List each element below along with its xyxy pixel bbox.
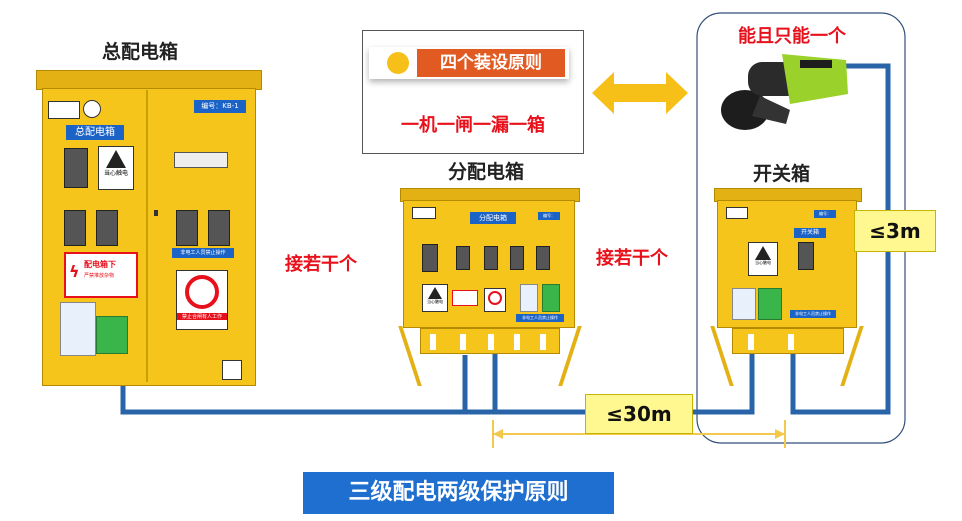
warning-sign: 当心触电 xyxy=(422,284,448,312)
dist-panel-title: 分配电箱 xyxy=(470,212,516,224)
info-panel xyxy=(732,288,756,320)
info-panel xyxy=(60,302,96,356)
switch-cabinet: 编号： 开关箱 当心触电 非电工人员禁止操作 xyxy=(710,188,864,386)
breaker-4 xyxy=(208,210,230,246)
breaker-3 xyxy=(176,210,198,246)
bullet-icon xyxy=(387,52,409,74)
prohibition-icon xyxy=(488,291,502,305)
double-arrow-icon xyxy=(592,72,688,114)
breaker-5 xyxy=(536,246,550,270)
breaker-2 xyxy=(456,246,470,270)
number-label: 编号： xyxy=(538,212,560,220)
main-breaker xyxy=(64,148,88,188)
green-label xyxy=(542,284,560,312)
breaker-3 xyxy=(484,246,498,270)
main-box-title: 总配电箱 xyxy=(102,41,179,63)
lightning-icon: ϟ xyxy=(69,262,80,281)
caution-sign: ϟ 配电箱下 严禁堆放杂物 xyxy=(64,252,138,298)
info-panel xyxy=(520,284,538,312)
switch-breaker xyxy=(798,242,814,270)
meter-window xyxy=(174,152,228,168)
connect-left-label: 接若干个 xyxy=(285,254,357,275)
number-label: 编号： xyxy=(814,210,836,218)
green-label xyxy=(96,316,128,354)
green-label xyxy=(758,288,782,320)
tool-note: 能且只能一个 xyxy=(738,26,846,47)
breaker-2 xyxy=(96,210,118,246)
principle-rule: 一机一闸一漏一箱 xyxy=(401,115,545,136)
brand-logo xyxy=(412,207,436,219)
switch-panel-title: 开关箱 xyxy=(794,228,826,238)
distance-30-callout: ≤30m xyxy=(585,394,693,434)
operator-strip: 非电工人员禁止操作 xyxy=(516,314,564,322)
main-panel-title: 总配电箱 xyxy=(66,125,124,140)
switch-to-tool-line xyxy=(790,63,891,415)
switch-box-title: 开关箱 xyxy=(753,163,811,185)
left-leg xyxy=(398,326,422,386)
warning-sign: 当心触电 xyxy=(748,242,778,276)
brand-logo xyxy=(48,101,80,119)
warning-triangle-icon xyxy=(106,150,126,168)
no-operate-sign xyxy=(484,288,506,312)
warning-sign: 当心触电 xyxy=(98,146,134,190)
principle-badge: 四个装设原则 xyxy=(417,49,565,77)
principle-panel: 四个装设原则 一机一闸一漏一箱 xyxy=(362,30,584,154)
footer-title: 三级配电两级保护原则 xyxy=(303,472,614,514)
number-label: 编号：KB-1 xyxy=(194,100,246,113)
main-cabinet-top xyxy=(36,70,262,90)
main-to-dist-line xyxy=(120,355,468,415)
dist-box-title: 分配电箱 xyxy=(448,161,525,183)
warning-triangle-icon xyxy=(755,246,771,260)
breaker-4 xyxy=(510,246,524,270)
operator-strip: 非电工人员禁止操作 xyxy=(790,310,836,318)
certification-icon xyxy=(83,100,101,118)
no-operate-sign: 禁止合闸有人工作 xyxy=(176,270,228,330)
connect-right-label: 接若干个 xyxy=(596,248,668,269)
dist-cabinet: 分配电箱 编号： 当心触电 非电工人员禁止操作 xyxy=(398,188,582,386)
warning-triangle-icon xyxy=(428,287,442,299)
prohibition-icon xyxy=(185,275,219,309)
main-cabinet: 总配电箱 当心触电 ϟ 配电箱下 严禁堆放杂物 编号：KB-1 非电工人员禁止操… xyxy=(36,70,262,388)
dist-to-switch-line xyxy=(690,352,755,415)
breaker-1 xyxy=(422,244,438,272)
breaker-1 xyxy=(64,210,86,246)
operator-strip: 非电工人员禁止操作 xyxy=(172,248,234,258)
distance-3-callout: ≤3m xyxy=(854,210,936,252)
left-leg xyxy=(710,326,734,386)
corner-sign xyxy=(222,360,242,380)
caution-sign xyxy=(452,290,478,306)
brand-logo xyxy=(726,207,748,219)
